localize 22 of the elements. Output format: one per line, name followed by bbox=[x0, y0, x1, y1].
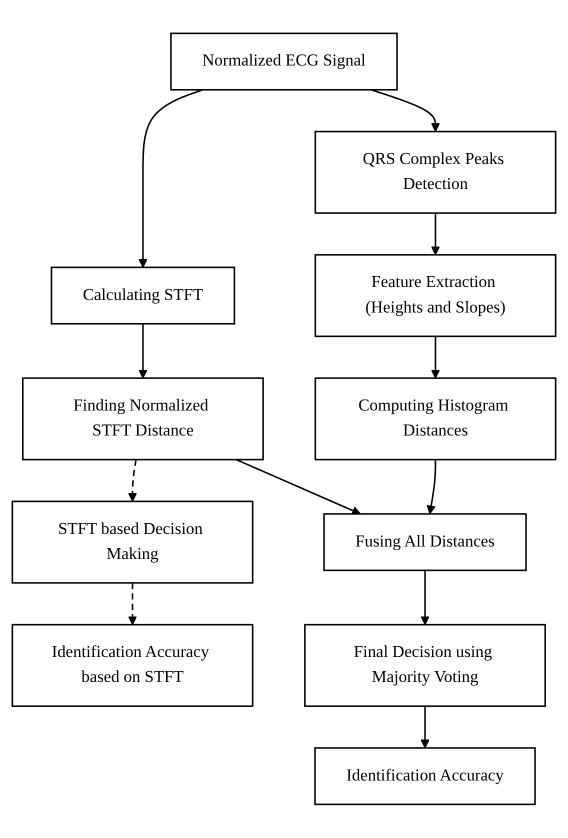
arrow bbox=[128, 460, 138, 502]
node-box: Finding Normalized STFT Distance bbox=[22, 377, 264, 461]
node-box: Final Decision using Majority Voting bbox=[304, 624, 546, 708]
arrow bbox=[236, 459, 361, 515]
node-box: Identification Accuracy bbox=[314, 747, 536, 806]
node-box: Normalized ECG Signal bbox=[170, 32, 398, 91]
arrow bbox=[430, 213, 440, 256]
arrow bbox=[138, 89, 204, 268]
node-box: Fusing All Distances bbox=[323, 513, 527, 572]
node-box: STFT based Decision Making bbox=[12, 500, 254, 584]
arrow bbox=[420, 706, 430, 748]
node-box: QRS Complex Peaks Detection bbox=[314, 130, 556, 214]
node-box: Feature Extraction (Heights and Slopes) bbox=[314, 254, 556, 338]
arrow bbox=[128, 583, 138, 626]
arrow bbox=[370, 89, 440, 132]
node-box: Calculating STFT bbox=[50, 266, 236, 325]
arrow bbox=[426, 460, 436, 514]
arrow bbox=[138, 324, 148, 379]
arrow bbox=[420, 570, 430, 626]
arrow bbox=[430, 336, 440, 379]
node-box: Computing Histogram Distances bbox=[314, 377, 556, 461]
node-box: Identification Accuracy based on STFT bbox=[12, 624, 254, 708]
